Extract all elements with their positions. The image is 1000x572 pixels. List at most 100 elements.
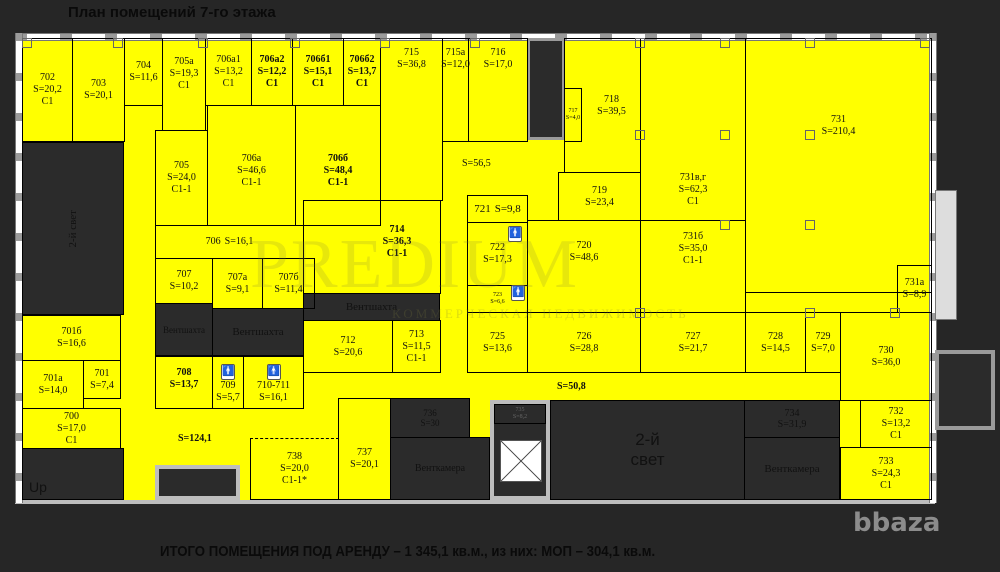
column bbox=[22, 38, 32, 48]
room-area: S=20,2 bbox=[33, 84, 62, 95]
room-number: 701а bbox=[43, 372, 63, 384]
room-number: 707а bbox=[227, 271, 248, 283]
room-class: C1 bbox=[178, 80, 190, 91]
room-area: S=210,4 bbox=[821, 125, 856, 137]
room-number: 733 bbox=[878, 455, 894, 467]
column bbox=[720, 130, 730, 140]
room-area: S=11,5 bbox=[402, 340, 431, 352]
room-area: S=17,0 bbox=[483, 59, 513, 70]
room-number: 714 bbox=[389, 224, 405, 235]
watermark-logo: PREDIUM bbox=[250, 226, 580, 303]
vent-shaft-1: Вентшахта bbox=[155, 303, 213, 356]
room-area: S=20,6 bbox=[333, 346, 363, 358]
room-class: C1-1 bbox=[171, 184, 192, 195]
column bbox=[380, 38, 390, 48]
room-number: 707 bbox=[176, 269, 192, 280]
vent-shaft-label: Вентшахта bbox=[345, 301, 398, 313]
room-number: 731в,г bbox=[679, 172, 707, 183]
room-area: S=7,4 bbox=[90, 379, 114, 391]
room-area: S=28,8 bbox=[569, 342, 599, 354]
vent-shaft-label: Вентшахта bbox=[232, 326, 284, 338]
room-number: 715 bbox=[404, 47, 419, 58]
room-class: C1 bbox=[222, 78, 235, 89]
vent-room-label: Венткамера bbox=[764, 462, 820, 475]
room-class: C1 bbox=[687, 196, 699, 207]
room-area: S=4,0 bbox=[565, 115, 581, 121]
room-area: S=19,3 bbox=[169, 68, 199, 79]
column bbox=[890, 308, 900, 318]
room-area: S=11,4 bbox=[274, 283, 303, 295]
column bbox=[805, 38, 815, 48]
column bbox=[805, 130, 815, 140]
room-class: C1 bbox=[890, 430, 902, 441]
stairs-left: Up bbox=[22, 448, 124, 500]
room-area: S=13,7 bbox=[347, 66, 377, 77]
room-number: 726 bbox=[576, 330, 592, 342]
room-area: S=17,0 bbox=[57, 422, 86, 434]
room-number: 721 bbox=[474, 203, 491, 215]
room-number: 737 bbox=[357, 447, 372, 458]
room-number: 706 bbox=[205, 236, 221, 247]
room-area: S=15,1 bbox=[303, 66, 333, 77]
room-area: S=24,0 bbox=[167, 172, 196, 183]
room-area: S=20,0 bbox=[280, 463, 309, 474]
room-area: S=16,1 bbox=[259, 392, 288, 403]
room-area: S=13,7 bbox=[169, 378, 199, 390]
stairs-up-label: Up bbox=[29, 479, 47, 495]
column bbox=[290, 38, 300, 48]
wc-icon: 🚹 bbox=[508, 226, 522, 242]
room-number: 731б bbox=[682, 231, 704, 242]
room-area: S=14,0 bbox=[38, 384, 68, 396]
room-area: S=39,5 bbox=[597, 105, 626, 117]
vent-shaft-2: Вентшахта bbox=[212, 308, 304, 356]
column bbox=[635, 38, 645, 48]
room-area: S=23,4 bbox=[585, 196, 614, 208]
room-area: S=5,7 bbox=[216, 392, 240, 403]
room-number: 738 bbox=[287, 451, 302, 462]
room-number: 732 bbox=[888, 406, 904, 417]
room-number: 723 bbox=[493, 292, 502, 298]
stairs-top bbox=[527, 38, 565, 140]
